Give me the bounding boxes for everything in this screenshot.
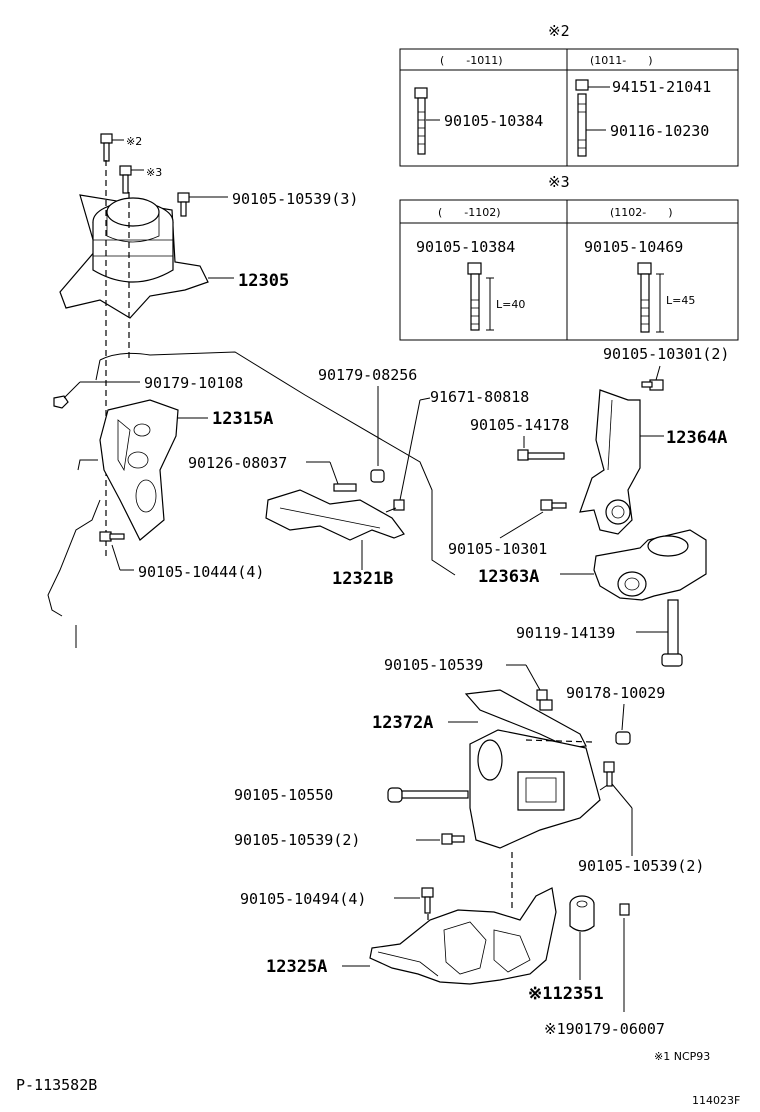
label-90126-08037: 90126-08037 <box>188 454 287 472</box>
stud-icon <box>333 483 357 492</box>
legend-3-right-part: 90105-10469 <box>584 238 683 256</box>
label-90105-10494-4: 90105-10494(4) <box>240 890 366 908</box>
footer-ref-left: P-113582B <box>16 1076 97 1094</box>
engine-outline <box>47 351 456 648</box>
label-12321B: 12321B <box>332 569 393 589</box>
bolt-note-2: ※2 <box>126 135 142 148</box>
bolt-icon <box>387 787 469 803</box>
label-90105-10539-2a: 90105-10539(2) <box>234 831 360 849</box>
stud-icon <box>577 93 606 157</box>
bolt-icon <box>385 499 405 513</box>
bracket-12372A <box>464 689 613 849</box>
bolt-icon <box>100 133 113 162</box>
bolt-icon <box>517 449 565 461</box>
legend-2-mark: ※2 <box>548 22 570 40</box>
label-12363A: 12363A <box>478 567 539 587</box>
label-91671-80818: 91671-80818 <box>430 388 529 406</box>
legend-3-left-length: L=40 <box>496 298 525 311</box>
legend-table-2: ※2 ( -1011) (1011- ) 90105-10384 <box>399 22 739 167</box>
label-90105-10539: 90105-10539 <box>384 656 483 674</box>
bolt-icon <box>414 87 428 155</box>
label-12351: ※112351 <box>528 984 604 1004</box>
bracket-12321B <box>265 489 405 570</box>
note-ncp93: ※1 NCP93 <box>654 1050 710 1063</box>
nut-icon <box>575 79 610 91</box>
engine-mount-12305: ※2 ※3 <box>59 133 234 319</box>
bolt-icon <box>441 833 465 845</box>
legend-3-mark: ※3 <box>548 173 570 191</box>
bolt-icon <box>536 689 553 711</box>
bushing-12351 <box>569 895 595 980</box>
label-90105-14178: 90105-14178 <box>470 416 569 434</box>
bolt-icon <box>637 262 652 333</box>
legend-2-right-part-bottom: 90116-10230 <box>610 122 709 140</box>
label-90105-10539-3: 90105-10539(3) <box>232 190 358 208</box>
legend-2-left-header: ( -1011) <box>440 54 503 67</box>
bolt-icon <box>467 262 482 331</box>
label-90105-10550: 90105-10550 <box>234 786 333 804</box>
bolt-icon <box>177 192 190 217</box>
dimension-arrow <box>486 277 494 331</box>
legend-2-right-header: (1011- ) <box>590 54 653 67</box>
label-90179-08256: 90179-08256 <box>318 366 417 384</box>
label-90105-10301-2: 90105-10301(2) <box>603 345 729 363</box>
bracket-12325A <box>342 887 557 985</box>
mount-12363A <box>560 529 707 601</box>
legend-3-left-part: 90105-10384 <box>416 238 515 256</box>
bracket-12315A <box>99 399 208 541</box>
legend-3-left-header: ( -1102) <box>438 206 501 219</box>
bolt-icon <box>636 599 683 667</box>
bolt-icon <box>603 761 633 856</box>
bolt-note-3: ※3 <box>146 166 162 179</box>
bolt-icon <box>119 165 132 194</box>
legend-3-right-header: (1102- ) <box>610 206 673 219</box>
legend-3-right-length: L=45 <box>666 294 695 307</box>
label-90119-14139: 90119-14139 <box>516 624 615 642</box>
label-90179-06007: ※190179-06007 <box>544 1020 665 1038</box>
label-90179-10108: 90179-10108 <box>144 374 243 392</box>
nut-icon <box>615 731 631 745</box>
nut-icon <box>370 469 385 483</box>
dimension-arrow <box>656 273 664 333</box>
label-90105-10301: 90105-10301 <box>448 540 547 558</box>
bracket-12364A <box>579 389 664 535</box>
footer-ref-right: 114023F <box>692 1094 740 1107</box>
legend-2-left-part: 90105-10384 <box>444 112 543 130</box>
label-90105-10539-2b: 90105-10539(2) <box>578 857 704 875</box>
label-12364A: 12364A <box>666 428 727 448</box>
label-12372A: 12372A <box>372 713 433 733</box>
label-12305: 12305 <box>238 271 289 291</box>
label-90105-10444-4: 90105-10444(4) <box>138 563 264 581</box>
label-12315A: 12315A <box>212 409 273 429</box>
legend-table-3: ※3 ( -1102) (1102- ) 90105-10384 90105-1… <box>399 173 739 341</box>
bolt-icon <box>499 499 567 539</box>
bolt-icon <box>421 887 434 914</box>
nut-icon <box>619 903 630 1012</box>
bolt-icon <box>99 531 134 571</box>
label-12325A: 12325A <box>266 957 327 977</box>
legend-2-right-part-top: 94151-21041 <box>612 78 711 96</box>
nut-icon <box>53 381 140 409</box>
label-90178-10029: 90178-10029 <box>566 684 665 702</box>
bolt-icon <box>641 379 664 391</box>
